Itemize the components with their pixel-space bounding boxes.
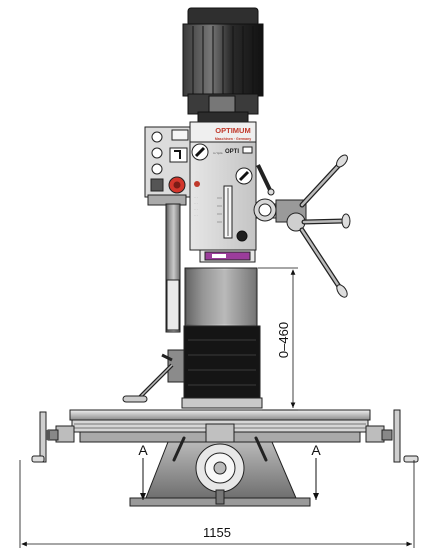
handle-knob-icon[interactable] (334, 153, 349, 169)
handle-knob-icon[interactable] (341, 213, 351, 229)
section-marker-left: A (138, 442, 148, 500)
fine-feed-knob[interactable] (236, 230, 248, 242)
warning-icon (194, 181, 200, 187)
base-width-label: 1155 (203, 525, 231, 540)
indicator-lamp-icon (151, 131, 163, 143)
switch-knob-icon[interactable] (151, 147, 163, 159)
motor (182, 7, 264, 123)
machine-base (129, 423, 311, 507)
svg-text:n / rpm: n / rpm (213, 151, 223, 155)
z-axis-crank-handle[interactable] (122, 395, 148, 403)
section-label-left: A (138, 442, 148, 458)
width-dimension: 1155 (19, 460, 415, 548)
svg-text:· · ·: · · · (194, 214, 198, 217)
svg-text:· · ·: · · · (194, 196, 198, 199)
section-label-right: A (311, 442, 321, 458)
x-axis-crank-left[interactable] (31, 455, 45, 463)
svg-text:· · ·: · · · (194, 208, 198, 211)
column (122, 203, 263, 409)
feed-handwheel[interactable] (253, 153, 351, 299)
handle-knob-icon[interactable] (335, 283, 350, 299)
brand-logo: OPTIMUM (215, 126, 250, 135)
machine-head: OPTIMUM Maschinen · Germany n / rpm OPTI… (189, 121, 257, 263)
height-dimension: 0–460 (258, 267, 298, 411)
switch-knob-icon[interactable] (151, 163, 163, 175)
section-marker-right: A (311, 442, 321, 500)
model-badge: OPTI (225, 149, 239, 155)
height-range-label: 0–460 (276, 322, 291, 358)
control-panel (144, 126, 192, 206)
svg-text:· · ·: · · · (194, 202, 198, 205)
brand-subtitle: Maschinen · Germany (215, 137, 251, 141)
x-axis-crank-right[interactable] (403, 455, 419, 463)
